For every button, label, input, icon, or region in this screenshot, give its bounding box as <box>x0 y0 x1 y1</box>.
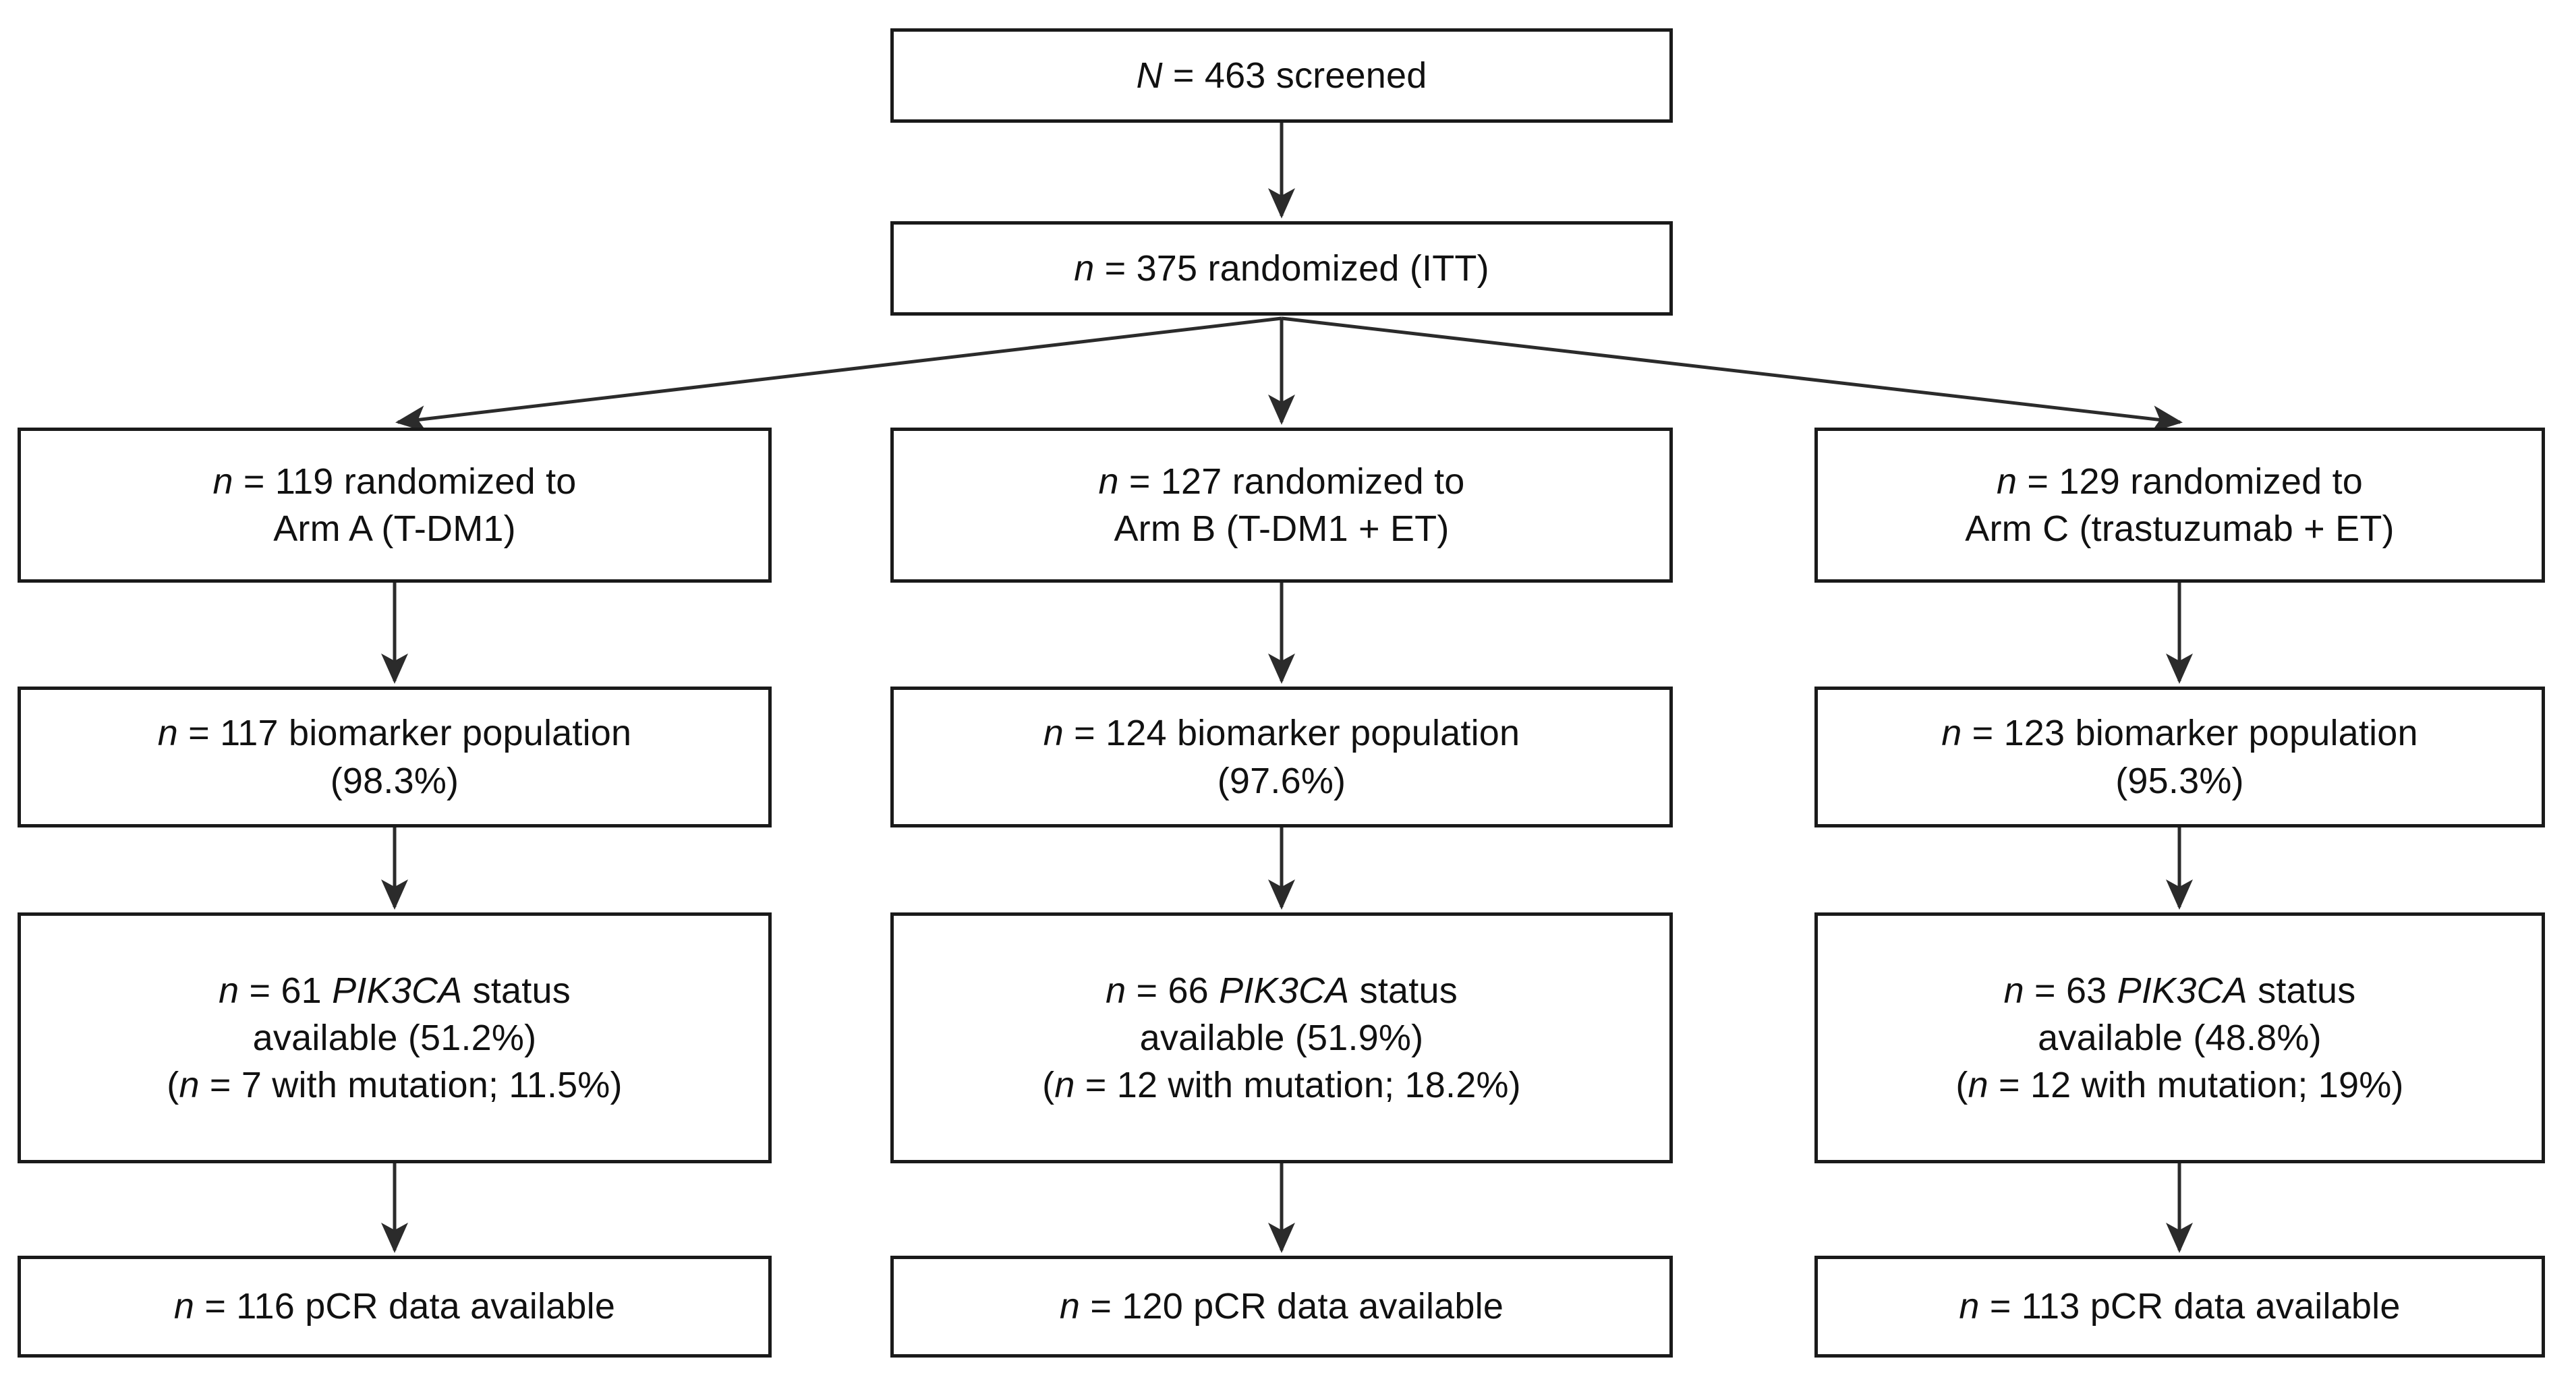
node-arm-b-randomized: n = 127 randomized to Arm B (T-DM1 + ET) <box>890 428 1673 583</box>
arm-b-pik3ca-l1b: status <box>1349 970 1458 1011</box>
arm-a-pcr-label: n = 116 pCR data available <box>21 1283 768 1330</box>
italic-n: n <box>179 1065 200 1106</box>
node-arm-a-randomized: n = 119 randomized to Arm A (T-DM1) <box>18 428 772 583</box>
italic-n: n <box>1098 461 1119 502</box>
italic-n: n <box>1074 247 1095 289</box>
arm-c-pcr-label: n = 113 pCR data available <box>1818 1283 2542 1330</box>
arm-c-pik3ca-l2: available (48.8%) <box>2038 1017 2322 1058</box>
arm-b-pik3ca-l2: available (51.9%) <box>1139 1017 1424 1058</box>
arm-b-randomized-text: = 127 randomized to Arm B (T-DM1 + ET) <box>1114 461 1465 549</box>
arm-c-randomized-text: = 129 randomized to Arm C (trastuzumab +… <box>1965 461 2395 549</box>
italic-n: n <box>1059 1286 1081 1327</box>
italic-n: n <box>212 461 233 502</box>
arm-c-biomarker-label: n = 123 biomarker population (95.3%) <box>1818 709 2542 804</box>
node-arm-b-pcr: n = 120 pCR data available <box>890 1256 1673 1358</box>
node-arm-b-biomarker: n = 124 biomarker population (97.6%) <box>890 687 1673 827</box>
arm-c-pik3ca-l1a: = 63 <box>2024 970 2117 1011</box>
node-randomized-itt: n = 375 randomized (ITT) <box>890 221 1673 316</box>
italic-n: n <box>1996 461 2017 502</box>
arm-a-pik3ca-l1a: = 61 <box>239 970 333 1011</box>
connector-randomized-to-arm-a <box>395 316 1282 433</box>
node-arm-c-biomarker: n = 123 biomarker population (95.3%) <box>1814 687 2545 827</box>
arm-b-randomized-label: n = 127 randomized to Arm B (T-DM1 + ET) <box>894 458 1669 552</box>
node-arm-c-pcr: n = 113 pCR data available <box>1814 1256 2545 1358</box>
italic-n: n <box>1959 1286 1980 1327</box>
connector-randomized-to-arm-c <box>1281 316 2183 433</box>
arm-c-pcr-text: = 113 pCR data available <box>1979 1286 2401 1327</box>
arm-a-randomized-text: = 119 randomized to Arm A (T-DM1) <box>243 461 577 549</box>
arm-c-randomized-label: n = 129 randomized to Arm C (trastuzumab… <box>1818 458 2542 552</box>
node-randomized-text: = 375 randomized (ITT) <box>1094 247 1489 289</box>
arm-a-pik3ca-l3-open: ( <box>167 1065 179 1106</box>
italic-n: n <box>1941 713 1962 754</box>
arm-a-biomarker-text: = 117 biomarker population (98.3%) <box>188 713 632 801</box>
node-screened-label: N = 463 screened <box>894 52 1669 99</box>
arm-a-randomized-label: n = 119 randomized to Arm A (T-DM1) <box>21 458 768 552</box>
italic-n: n <box>1043 713 1064 754</box>
arm-a-pik3ca-l3: = 7 with mutation; 11.5%) <box>199 1065 623 1106</box>
arm-b-pik3ca-l1a: = 66 <box>1126 970 1220 1011</box>
arm-c-pik3ca-l3-open: ( <box>1955 1065 1968 1106</box>
arm-c-pik3ca-l1b: status <box>2247 970 2356 1011</box>
arm-a-pcr-text: = 116 pCR data available <box>194 1286 616 1327</box>
arm-a-pik3ca-l2: available (51.2%) <box>252 1017 537 1058</box>
arm-a-biomarker-label: n = 117 biomarker population (98.3%) <box>21 709 768 804</box>
arm-b-biomarker-label: n = 124 biomarker population (97.6%) <box>894 709 1669 804</box>
italic-n: n <box>1968 1065 1988 1106</box>
node-arm-a-biomarker: n = 117 biomarker population (98.3%) <box>18 687 772 827</box>
node-arm-a-pcr: n = 116 pCR data available <box>18 1256 772 1358</box>
italic-gene-pik3ca: PIK3CA <box>2117 970 2248 1011</box>
italic-gene-pik3ca: PIK3CA <box>332 970 463 1011</box>
node-randomized-label: n = 375 randomized (ITT) <box>894 245 1669 292</box>
arm-b-biomarker-text: = 124 biomarker population (97.6%) <box>1074 713 1520 801</box>
arm-b-pik3ca-l3-open: ( <box>1042 1065 1055 1106</box>
italic-n: n <box>2003 970 2024 1011</box>
node-screened-text: = 463 screened <box>1162 55 1427 96</box>
italic-n: n <box>219 970 239 1011</box>
italic-n: N <box>1136 55 1163 96</box>
arm-b-pcr-label: n = 120 pCR data available <box>894 1283 1669 1330</box>
italic-n: n <box>173 1286 195 1327</box>
arm-c-biomarker-text: = 123 biomarker population (95.3%) <box>1972 713 2418 801</box>
arm-a-pik3ca-l1b: status <box>462 970 571 1011</box>
arm-c-pik3ca-l3: = 12 with mutation; 19%) <box>1988 1065 2404 1106</box>
italic-n: n <box>157 713 178 754</box>
node-screened: N = 463 screened <box>890 28 1673 123</box>
italic-n: n <box>1106 970 1126 1011</box>
italic-n: n <box>1054 1065 1075 1106</box>
arm-b-pcr-text: = 120 pCR data available <box>1080 1286 1504 1327</box>
arm-b-pik3ca-l3: = 12 with mutation; 18.2%) <box>1075 1065 1521 1106</box>
italic-gene-pik3ca: PIK3CA <box>1219 970 1350 1011</box>
node-arm-c-randomized: n = 129 randomized to Arm C (trastuzumab… <box>1814 428 2545 583</box>
